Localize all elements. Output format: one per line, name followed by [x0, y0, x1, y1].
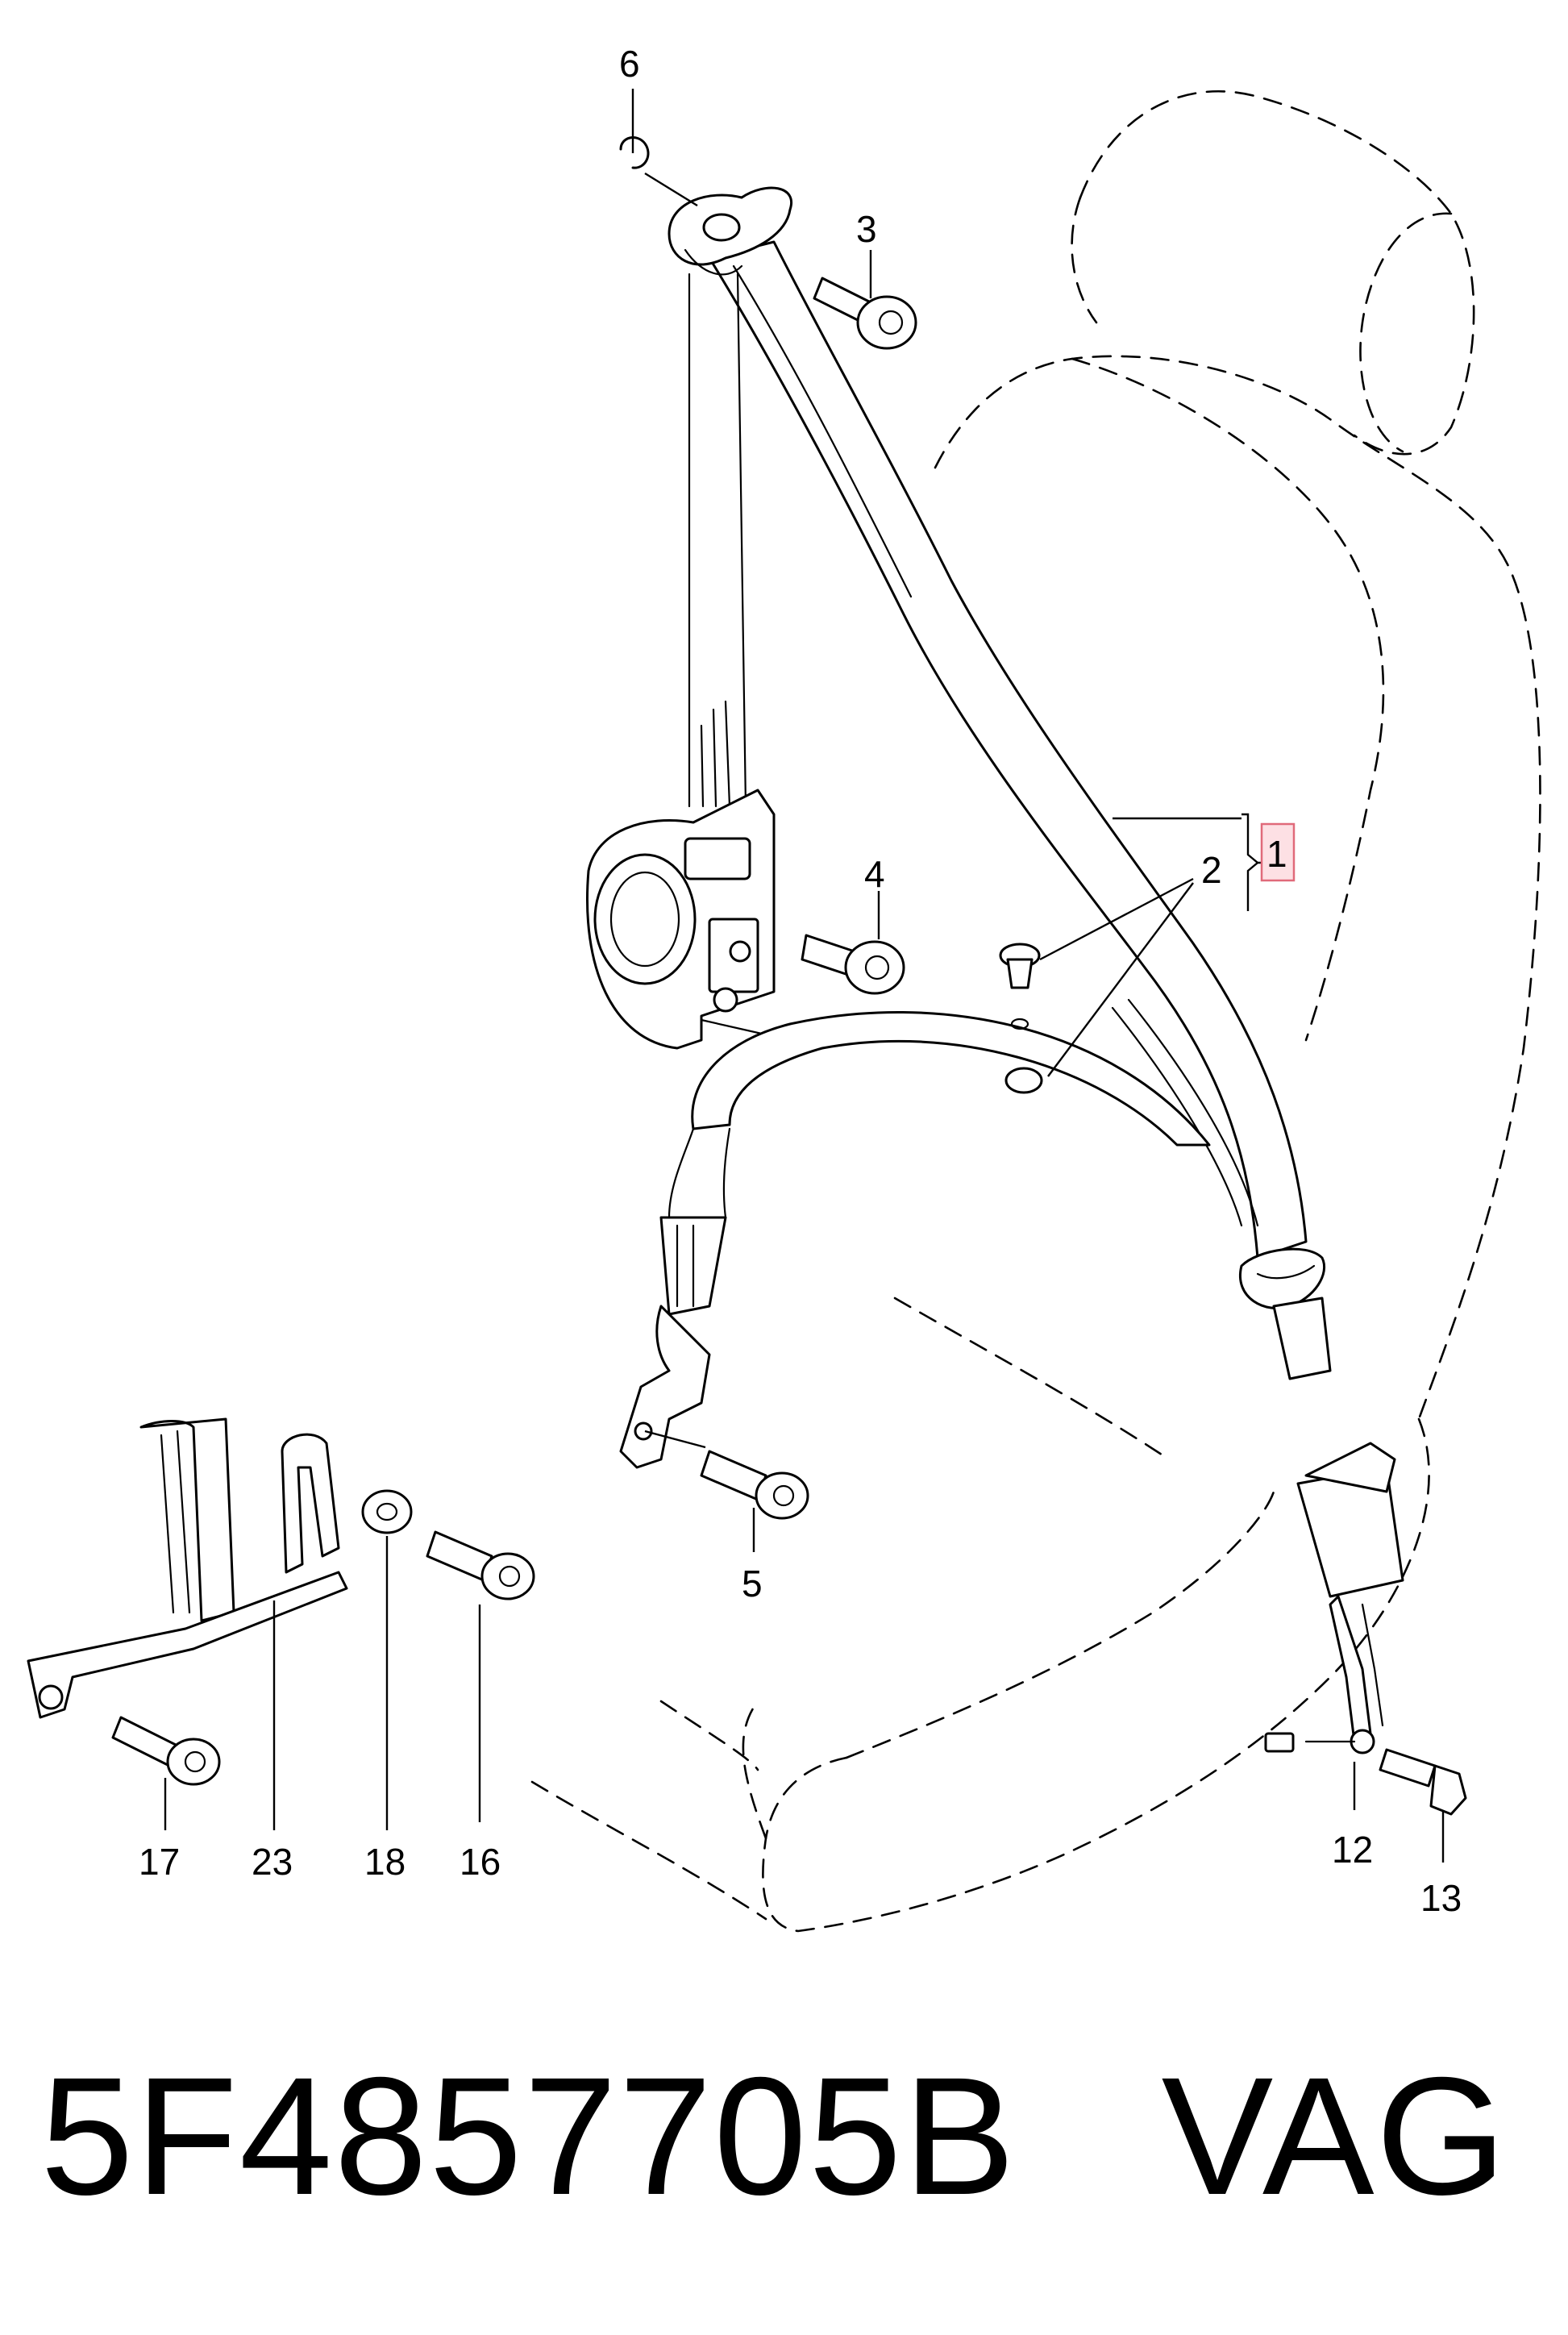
- part-label: 5F4857705B VAG: [40, 2053, 1540, 2221]
- callout-labels: 6 3 1 2 4 5 12 13 17 23 18 16: [139, 43, 1462, 1919]
- label-gap: [1017, 2043, 1161, 2230]
- callout-2: 2: [1201, 849, 1222, 891]
- bolt-17: [111, 1716, 221, 1786]
- clip-6: [619, 136, 650, 169]
- belt-tongue: [1238, 1247, 1332, 1380]
- callout-13: 13: [1420, 1877, 1462, 1919]
- lower-anchor-plate: [619, 1305, 711, 1469]
- shoulder-belt: [708, 240, 1308, 1259]
- retractor: [586, 789, 792, 1050]
- callout-17: 17: [139, 1841, 180, 1883]
- frame-bracket-assembly: [27, 1417, 348, 1719]
- leader-lines: [164, 89, 1445, 1863]
- callout-18: 18: [364, 1841, 406, 1883]
- callout-23: 23: [252, 1841, 293, 1883]
- callout-5: 5: [742, 1563, 763, 1605]
- part-number: 5F4857705B: [40, 2043, 1017, 2230]
- callout-6: 6: [619, 43, 640, 85]
- bolt-16: [426, 1530, 535, 1600]
- retractor-webbing: [688, 273, 747, 808]
- callout-3: 3: [856, 208, 877, 250]
- bolt-2: [999, 943, 1043, 1094]
- belt-buckle: [1264, 1442, 1404, 1754]
- upper-anchor: [668, 186, 793, 276]
- seat-outline: [530, 89, 1541, 1933]
- bolt-4: [801, 934, 905, 995]
- washer-18: [361, 1489, 413, 1534]
- highlight-box: [1260, 822, 1296, 882]
- callout-16: 16: [460, 1841, 501, 1883]
- callout-12: 12: [1332, 1829, 1373, 1871]
- bolt-13: [1379, 1748, 1467, 1816]
- callout-1: 1: [1266, 833, 1287, 875]
- brand-name: VAG: [1161, 2043, 1508, 2230]
- bolt-3: [813, 277, 917, 350]
- bolt-5: [700, 1450, 809, 1520]
- callout-4: 4: [864, 853, 885, 895]
- lap-belt: [659, 1010, 1211, 1316]
